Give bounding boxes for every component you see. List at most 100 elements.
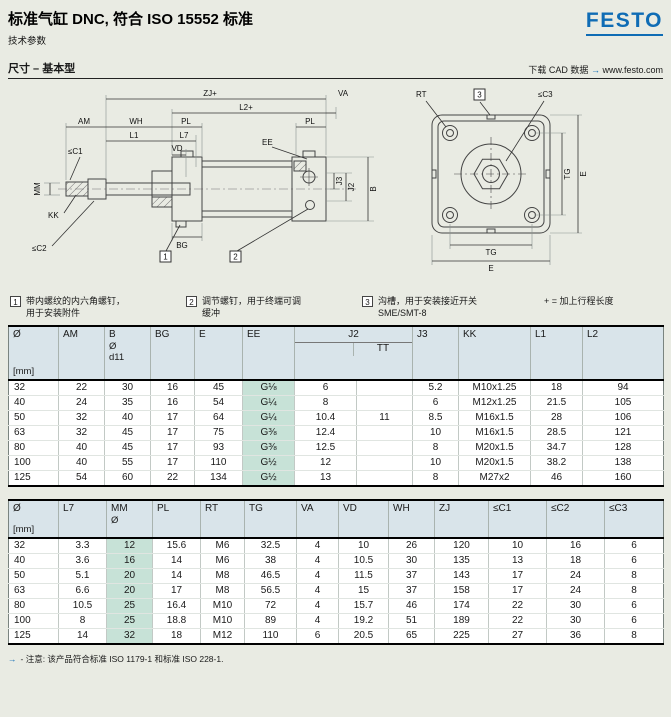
table-cell: 94 (582, 380, 664, 397)
table-cell: 4 (296, 583, 339, 600)
col-label: AM (63, 329, 78, 341)
col-label: L7 (63, 503, 75, 515)
note-item-1: 1 带内螺纹的内六角螺钉， 用于安装附件 (10, 295, 170, 319)
note-text-1: 带内螺纹的内六角螺钉， 用于安装附件 (26, 295, 125, 319)
row-header-cell: 50 (8, 568, 59, 585)
table-cell: 65 (388, 628, 435, 645)
col-sublabel: Ø d11 (109, 341, 150, 363)
col-label: ≤C1 (493, 503, 512, 515)
arrow-right-icon: → (8, 654, 17, 665)
note-text-line: SME/SMT-8 (378, 308, 427, 319)
dim-label-pl-left: PL (181, 117, 191, 126)
table-cell: 3.6 (58, 553, 107, 570)
dim-label-b: B (369, 186, 378, 191)
col-header-b: B Ø d11 (104, 326, 151, 382)
dim-label-ee: EE (262, 138, 273, 147)
row-header-cell: 32 (8, 538, 59, 555)
col-header-bg: BG (150, 326, 195, 382)
table-cell: 45 (194, 380, 243, 397)
table-cell: 6 (604, 613, 664, 630)
table-cell: 21.5 (530, 395, 583, 412)
table-cell: 110 (244, 628, 297, 645)
table-cell: 64 (194, 410, 243, 427)
table-cell: 24 (546, 568, 605, 585)
table-cell: 12 (106, 538, 153, 555)
table-cell: 46.5 (244, 568, 297, 585)
table-cell: 32 (58, 410, 105, 427)
table-cell: 24 (546, 583, 605, 600)
dim-label-tg-side: TG (563, 168, 572, 179)
table1-header-row: Ø [mm] AM B Ø d11 BG E EE J2 (8, 326, 664, 382)
table-cell: 143 (434, 568, 489, 585)
table-cell: 4 (296, 553, 339, 570)
col-header-vd: VD (338, 500, 389, 540)
table-cell: 16.4 (152, 598, 201, 615)
col-header-j2: J2 TT (294, 326, 413, 382)
table-cell: M8 (200, 568, 245, 585)
dim-label-c3: ≤C3 (538, 90, 553, 99)
cad-download-link[interactable]: 下载 CAD 数据 → www.festo.com (528, 63, 663, 76)
col-header-wh: WH (388, 500, 435, 540)
table-cell: 32.5 (244, 538, 297, 555)
table-cell: 17 (150, 410, 195, 427)
section-bar: 尺寸 – 基本型 下载 CAD 数据 → www.festo.com (8, 60, 663, 79)
table-cell: 158 (434, 583, 489, 600)
dimension-lines (49, 98, 369, 252)
table-cell: G⅛ (242, 380, 295, 397)
note-callout-3: 3 (362, 296, 373, 307)
page-subtitle: 技术参数 (8, 36, 47, 47)
table-cell: 51 (388, 613, 435, 630)
table-cell: 5.1 (58, 568, 107, 585)
table-cell: 11 (356, 410, 413, 427)
col-header-diameter: Ø [mm] (8, 500, 59, 540)
col-header-j3: J3 (412, 326, 459, 382)
col-header-zj: ZJ (434, 500, 489, 540)
callout-boxes: 1 2 (159, 250, 242, 263)
col-label: PL (157, 503, 170, 515)
table-cell: 10 (338, 538, 389, 555)
table-cell: 106 (582, 410, 664, 427)
footer-note-text: - 注意: 该产品符合标准 ISO 1179-1 和标准 ISO 228-1. (20, 654, 224, 665)
table-cell: 25 (106, 613, 153, 630)
table-cell: 30 (546, 613, 605, 630)
table-cell: 12.4 (294, 425, 357, 442)
col-label: E (199, 329, 206, 341)
table-cell: 120 (434, 538, 489, 555)
col-header-mm: MM Ø (106, 500, 153, 540)
col-header-tg: TG (244, 500, 297, 540)
table-cell: 72 (244, 598, 297, 615)
note-text-line: 用于安装附件 (26, 308, 81, 319)
col-label: VD (343, 503, 357, 515)
note-text-line: 缓冲 (202, 308, 221, 319)
table-cell: 3.3 (58, 538, 107, 555)
table-cell: 36 (546, 628, 605, 645)
col-header-c2: ≤C2 (546, 500, 605, 540)
col-sublabel-line: d11 (109, 352, 125, 364)
col-header-va: VA (296, 500, 339, 540)
table-cell (356, 380, 413, 397)
table-cell: 38.2 (530, 455, 583, 472)
table-cell: 20 (106, 568, 153, 585)
table-cell: 6 (604, 538, 664, 555)
row-header-cell: 80 (8, 440, 59, 457)
col-label: KK (463, 329, 477, 341)
page-title: 标准气缸 DNC, 符合 ISO 15552 标准 (8, 11, 254, 28)
table-cell: 18 (546, 553, 605, 570)
note-text-line: 调节螺钉，用于终端可调 (202, 296, 302, 306)
note-text-2: 调节螺钉，用于终端可调 缓冲 (202, 295, 301, 319)
col-label: J3 (417, 329, 428, 341)
col-header-am: AM (58, 326, 105, 382)
table-cell: 10.5 (338, 553, 389, 570)
cad-url[interactable]: www.festo.com (602, 65, 663, 75)
table-cell: 37 (388, 583, 435, 600)
table-cell: 45 (104, 440, 151, 457)
table-cell: G⅜ (242, 425, 295, 442)
col-label: ≤C2 (551, 503, 570, 515)
table-cell: 17 (150, 425, 195, 442)
